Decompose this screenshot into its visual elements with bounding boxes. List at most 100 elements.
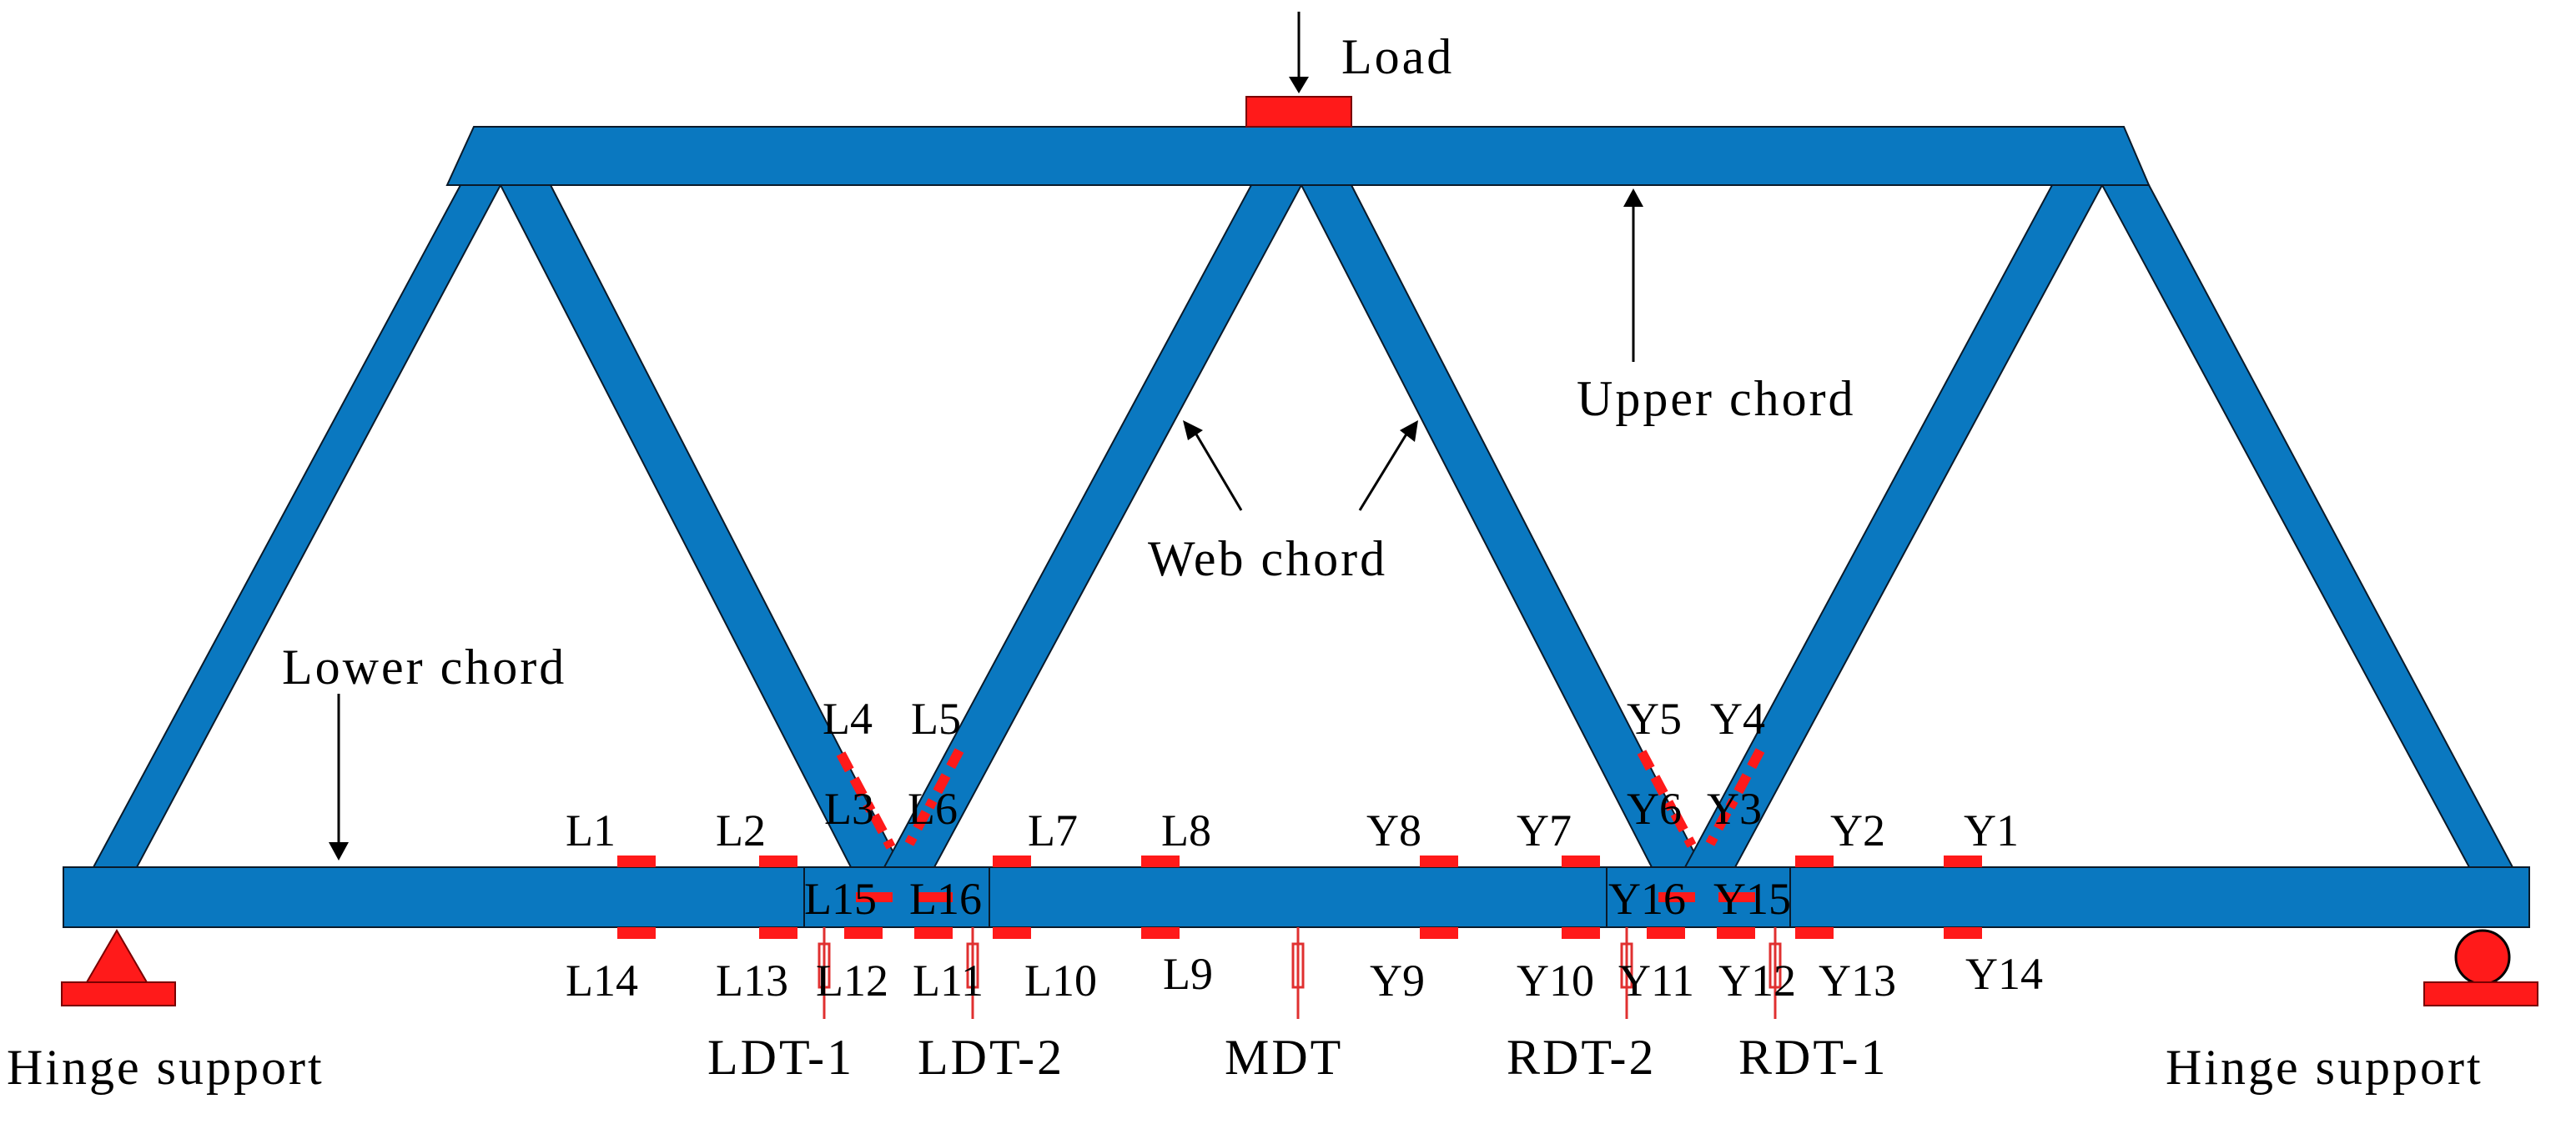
web-chord-arrow-right-head	[1400, 420, 1418, 442]
gauge-L15	[856, 892, 893, 902]
gauge-L11	[914, 927, 953, 939]
label-L10: L10	[1024, 956, 1097, 1006]
label-L7: L7	[1028, 805, 1078, 856]
gauge-Y5	[1637, 750, 1677, 811]
gauge-L7	[993, 856, 1031, 867]
rdt2-body	[1620, 942, 1633, 989]
lower-chord-member	[63, 866, 2530, 928]
gauge-L9	[1141, 927, 1180, 939]
label-L11: L11	[913, 956, 984, 1006]
label-Y9: Y9	[1370, 956, 1425, 1006]
label-Y1: Y1	[1964, 805, 2019, 856]
label-L4: L4	[823, 694, 873, 744]
label-L12: L12	[816, 956, 888, 1006]
load-arrow-head	[1289, 77, 1309, 93]
upper-chord-arrow-head	[1623, 188, 1643, 207]
label-Y13: Y13	[1819, 956, 1896, 1006]
label-Y5: Y5	[1627, 694, 1682, 744]
web-member-4	[1300, 184, 1703, 868]
web-chord-arrow-left-head	[1183, 420, 1203, 440]
web-chord-label: Web chord	[1148, 531, 1387, 586]
label-L5: L5	[911, 694, 961, 744]
label-Y3: Y3	[1707, 784, 1762, 834]
gauge-Y11	[1647, 927, 1685, 939]
hinge-base-left	[61, 981, 176, 1006]
label-Y16: Y16	[1608, 874, 1686, 924]
label-RDT1: RDT-1	[1738, 1030, 1888, 1085]
gauge-box-right	[1606, 866, 1791, 928]
rdt1-body	[1768, 942, 1782, 989]
web-chord-arrow-left	[1191, 428, 1243, 511]
label-Y6: Y6	[1627, 784, 1682, 834]
gauge-L1	[617, 856, 656, 867]
gauge-L4	[836, 751, 876, 813]
hinge-triangle	[85, 929, 148, 983]
displacement-transducers	[818, 927, 1782, 1019]
gauge-L16	[916, 892, 953, 902]
label-L14: L14	[566, 956, 638, 1006]
label-L3: L3	[824, 784, 874, 834]
gauge-L3	[869, 813, 896, 850]
gauge-L10	[993, 927, 1031, 939]
label-Y15: Y15	[1713, 874, 1791, 924]
label-L9: L9	[1163, 949, 1213, 999]
web-member-6	[2101, 184, 2514, 868]
label-Y8: Y8	[1366, 805, 1421, 856]
label-L2: L2	[716, 805, 766, 856]
label-Y7: Y7	[1517, 805, 1572, 856]
label-L13: L13	[716, 956, 788, 1006]
hinge-support-right	[2423, 929, 2538, 1006]
mdt-body	[1291, 942, 1305, 989]
label-Y4: Y4	[1710, 694, 1765, 744]
web-chord-arrow-right	[1358, 428, 1411, 511]
label-LDT2: LDT-2	[918, 1030, 1064, 1085]
gauge-labels: L1 L2 L3 L4 L5 L6 L7 L8 L9 L10 L11 L12 L…	[566, 694, 2043, 1006]
label-Y2: Y2	[1830, 805, 1885, 856]
gauge-Y8	[1420, 856, 1458, 867]
gauge-Y7	[1562, 856, 1600, 867]
label-L6: L6	[908, 784, 958, 834]
gauge-L12	[844, 927, 883, 939]
label-RDT2: RDT-2	[1507, 1030, 1656, 1085]
hinge-support-left	[61, 929, 176, 1006]
hinge-support-left-label: Hinge support	[7, 1040, 325, 1095]
ldt1-body	[818, 942, 831, 989]
label-Y10: Y10	[1517, 956, 1594, 1006]
web-member-3	[883, 184, 1303, 868]
transducer-labels: LDT-1 LDT-2 MDT RDT-2 RDT-1	[707, 1030, 1888, 1085]
hinge-support-right-label: Hinge support	[2166, 1040, 2483, 1095]
web-member-2	[499, 184, 903, 868]
gauge-Y16	[1658, 892, 1695, 902]
load-pad	[1245, 96, 1352, 128]
gauge-Y13	[1795, 927, 1834, 939]
gauge-L2	[759, 856, 797, 867]
lower-chord-arrow-head	[329, 842, 349, 861]
label-L16: L16	[909, 874, 982, 924]
web-member-5	[1683, 184, 2104, 868]
gauge-Y1	[1944, 856, 1982, 867]
gauge-L5	[924, 748, 964, 810]
upper-chord-label: Upper chord	[1577, 371, 1856, 426]
gauge-Y2	[1795, 856, 1834, 867]
lower-chord-label: Lower chord	[282, 640, 566, 695]
upper-chord-member	[445, 126, 2151, 186]
roller-circle	[2454, 929, 2511, 986]
gauge-Y9	[1420, 927, 1458, 939]
label-LDT1: LDT-1	[707, 1030, 854, 1085]
web-member-1	[92, 184, 502, 868]
web-members	[92, 184, 2514, 868]
label-MDT: MDT	[1225, 1030, 1343, 1085]
gauge-L6	[904, 810, 931, 846]
strain-gauges	[617, 748, 1982, 939]
label-Y14: Y14	[1965, 949, 2043, 999]
load-label: Load	[1341, 29, 1454, 84]
label-L1: L1	[566, 805, 616, 856]
gauge-Y15	[1718, 892, 1755, 902]
gauge-box-left	[803, 866, 990, 928]
label-L8: L8	[1161, 805, 1211, 856]
roller-base-right	[2423, 981, 2538, 1006]
gauge-L13	[759, 927, 797, 939]
gauge-Y6	[1670, 811, 1697, 848]
gauge-Y3	[1705, 810, 1732, 846]
